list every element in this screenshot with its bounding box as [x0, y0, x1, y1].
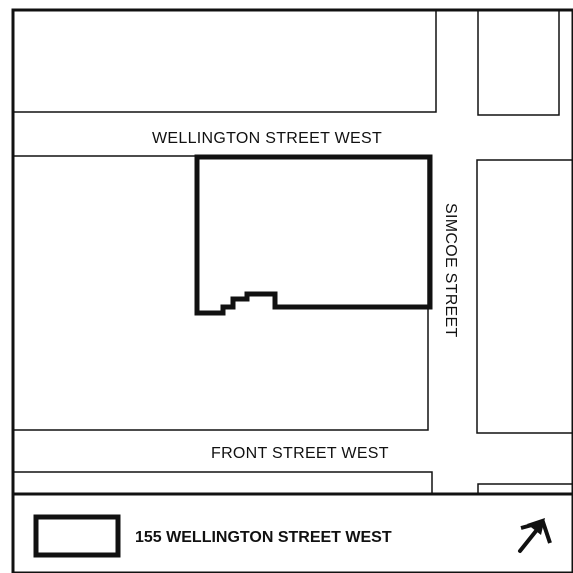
street-label-front: FRONT STREET WEST	[211, 445, 389, 462]
street-label-wellington: WELLINGTON STREET WEST	[152, 130, 382, 147]
block-east	[476, 159, 573, 434]
subject-site-outline	[194, 154, 433, 316]
legend-site-swatch	[33, 514, 121, 558]
block-site	[13, 155, 429, 431]
legend-site-label: 155 WELLINGTON STREET WEST	[135, 529, 392, 546]
street-label-simcoe: SIMCOE STREET	[442, 203, 459, 338]
city-blocks	[13, 10, 573, 493]
block-south-east	[477, 483, 573, 493]
block-north-east	[477, 10, 560, 116]
map-frame	[11, 8, 573, 573]
block-south-west	[13, 471, 433, 493]
north-arrow-icon	[518, 518, 552, 553]
block-north-west	[13, 10, 437, 113]
